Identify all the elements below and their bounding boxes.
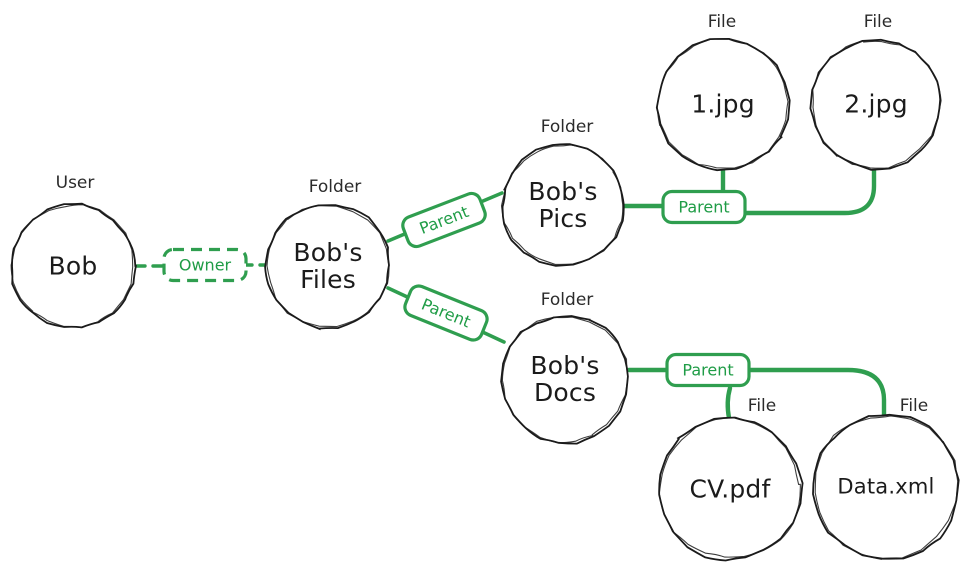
edge-label-files-docs[interactable]: Parent [402, 283, 490, 342]
node-bobsfiles[interactable] [264, 204, 390, 331]
edge-label-box [162, 247, 248, 283]
node-bobspics[interactable] [500, 143, 625, 267]
edge-label-text: Parent [678, 198, 729, 217]
edge-label-files-pics[interactable]: Parent [400, 191, 488, 249]
node-jpg1[interactable] [655, 37, 791, 172]
edge-label-owner[interactable]: Owner [162, 247, 248, 283]
node-jpg2[interactable] [809, 38, 942, 171]
edge-label-box [403, 284, 489, 342]
node-dataxml[interactable] [812, 413, 960, 560]
edge-label-text: Owner [179, 256, 232, 275]
edge-label-pics-files-jpgs[interactable]: Parent [661, 189, 747, 225]
edge-parent-to-dataxml [745, 367, 887, 421]
edge-label-box [401, 191, 487, 249]
node-cvpdf[interactable] [658, 416, 804, 562]
edge-parent-to-jpg2 [741, 166, 877, 216]
node-bobsdocs[interactable] [500, 315, 629, 445]
node-bob[interactable] [10, 202, 137, 329]
edge-label-box [665, 352, 751, 388]
edge-label-docs-files-docs[interactable]: Parent [665, 352, 751, 388]
edge-label-box [661, 189, 747, 225]
edge-label-text: Parent [682, 361, 733, 380]
edge-parent-to-cvpdf [725, 385, 733, 421]
